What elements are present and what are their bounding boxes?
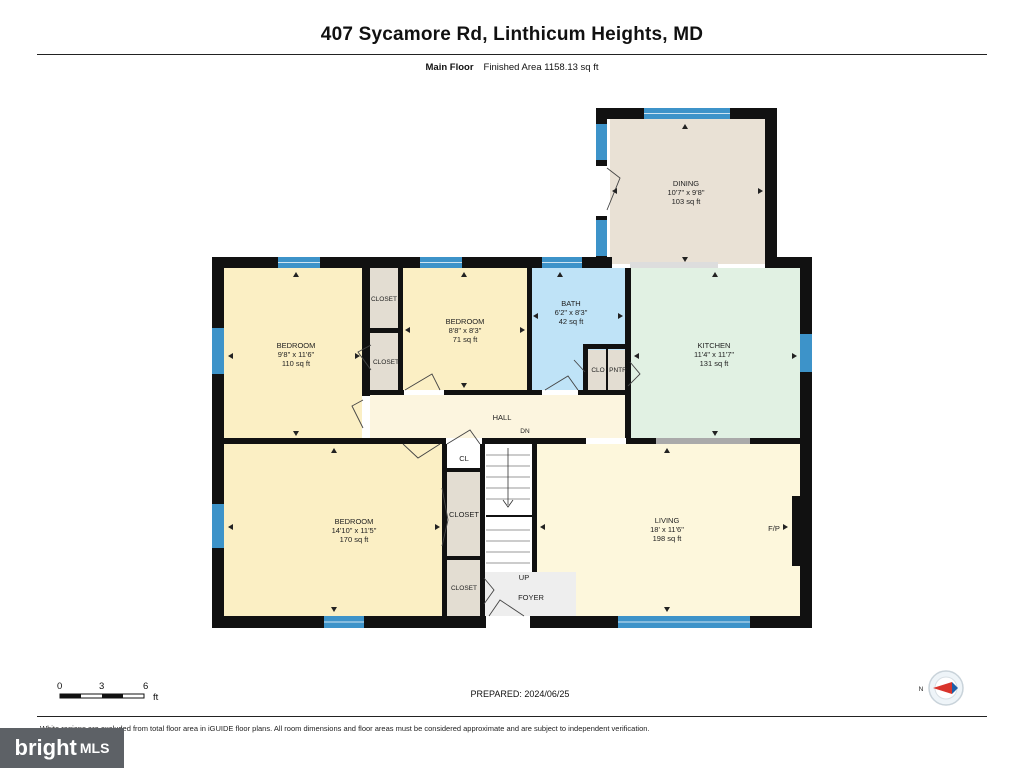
closet-d-label: CLOSET — [451, 585, 477, 592]
floor-name: Main Floor — [425, 62, 474, 73]
stairs — [486, 448, 536, 564]
bedroom-1-dims: 9'8" x 11'6" — [278, 350, 315, 359]
bedroom-1-area: 110 sq ft — [282, 359, 311, 368]
bath-label: BATH 6'2" x 8'3" 42 sq ft — [555, 299, 588, 326]
bedroom-2-area: 71 sq ft — [453, 335, 479, 344]
window — [212, 328, 224, 374]
living-name: LIVING — [655, 516, 680, 525]
bedroom-1-label: BEDROOM 9'8" x 11'6" 110 sq ft — [277, 341, 316, 368]
closet-a-label: CLOSET — [371, 296, 397, 303]
dining-name: DINING — [673, 179, 699, 188]
dining-dims: 10'7" x 9'8" — [668, 188, 705, 197]
bath-name: BATH — [561, 299, 580, 308]
window — [596, 124, 607, 160]
pantry-room[interactable] — [608, 350, 628, 390]
bedroom-1-room[interactable] — [224, 268, 370, 440]
kitchen-label: KITCHEN 11'4" x 11'7" 131 sq ft — [694, 341, 734, 368]
closet-room-b[interactable] — [370, 333, 401, 390]
dining-label: DINING 10'7" x 9'8" 103 sq ft — [668, 179, 705, 206]
pntr-label: PNTR — [609, 367, 627, 374]
prepared-date: PREPARED: 2024/06/25 — [470, 689, 570, 699]
bedroom-2-room[interactable] — [401, 268, 530, 394]
foyer-area[interactable] — [482, 572, 576, 616]
bedroom-3-area: 170 sq ft — [340, 535, 370, 544]
dn-label: DN — [520, 428, 530, 435]
closet-room-a[interactable] — [370, 268, 401, 328]
floor-summary: Main Floor Finished Area 1158.13 sq ft — [0, 62, 1024, 73]
clo-label: CLO — [591, 367, 604, 374]
dining-area: 103 sq ft — [672, 197, 702, 206]
scale-bar: 0 3 6 ft — [57, 681, 159, 703]
footer-divider — [37, 716, 987, 717]
fireplace-label: F/P — [768, 524, 780, 533]
scale-tick-0: 0 — [57, 681, 62, 692]
living-label: LIVING 18' x 11'6" 198 sq ft — [650, 516, 684, 543]
doors — [351, 167, 641, 617]
disclaimer-text: White regions are excluded from total fl… — [40, 724, 650, 733]
bath-area: 42 sq ft — [559, 317, 585, 326]
window — [596, 220, 607, 256]
scale-unit: ft — [153, 692, 159, 703]
dining-room[interactable] — [610, 119, 766, 264]
scale-tick-3: 3 — [99, 681, 104, 692]
compass-icon: N — [919, 670, 964, 706]
hall-room[interactable] — [370, 394, 630, 440]
window-inner-lines — [278, 113, 750, 623]
kitchen-room[interactable] — [628, 268, 800, 440]
bedroom-2-name: BEDROOM — [446, 317, 485, 326]
hall-label: HALL — [493, 413, 512, 422]
foyer-label: FOYER — [518, 593, 544, 602]
brand-suffix: MLS — [79, 740, 110, 756]
closet-c-label: CLOSET — [449, 510, 479, 519]
closet-room-d[interactable] — [446, 560, 480, 616]
kitchen-area: 131 sq ft — [700, 359, 730, 368]
brand-word: bright — [14, 735, 77, 760]
scale-tick-6: 6 — [143, 681, 148, 692]
page-title: 407 Sycamore Rd, Linthicum Heights, MD — [320, 24, 704, 45]
dimension-arrows — [228, 124, 797, 612]
kitchen-name: KITCHEN — [698, 341, 731, 350]
openings — [362, 166, 750, 628]
finished-area: Finished Area 1158.13 sq ft — [483, 62, 599, 73]
window — [800, 334, 812, 372]
cl-label: CL — [459, 454, 469, 463]
stair-area[interactable] — [482, 444, 536, 572]
bath-dims: 6'2" x 8'3" — [555, 308, 588, 317]
living-room[interactable] — [536, 444, 800, 616]
bedroom-3-dims: 14'10" x 11'5" — [332, 526, 377, 535]
cl-room[interactable] — [446, 444, 480, 470]
compass-north-label: N — [919, 686, 924, 693]
closet-b-label: CLOSET — [373, 359, 399, 366]
bedroom-2-label: BEDROOM 8'8" x 8'3" 71 sq ft — [446, 317, 485, 344]
kitchen-dims: 11'4" x 11'7" — [694, 350, 734, 359]
living-area: 198 sq ft — [653, 534, 683, 543]
window — [212, 504, 224, 548]
clo-room[interactable] — [588, 350, 607, 390]
bedroom-1-name: BEDROOM — [277, 341, 316, 350]
bedroom-2-dims: 8'8" x 8'3" — [449, 326, 482, 335]
bedroom-3-name: BEDROOM — [335, 517, 374, 526]
room-fills — [224, 119, 800, 616]
header-divider — [37, 54, 987, 55]
up-label: UP — [519, 573, 529, 582]
living-dims: 18' x 11'6" — [650, 525, 684, 534]
bedroom-3-room[interactable] — [224, 444, 442, 616]
bedroom-3-label: BEDROOM 14'10" x 11'5" 170 sq ft — [332, 517, 377, 544]
closet-room-c[interactable] — [446, 472, 480, 556]
